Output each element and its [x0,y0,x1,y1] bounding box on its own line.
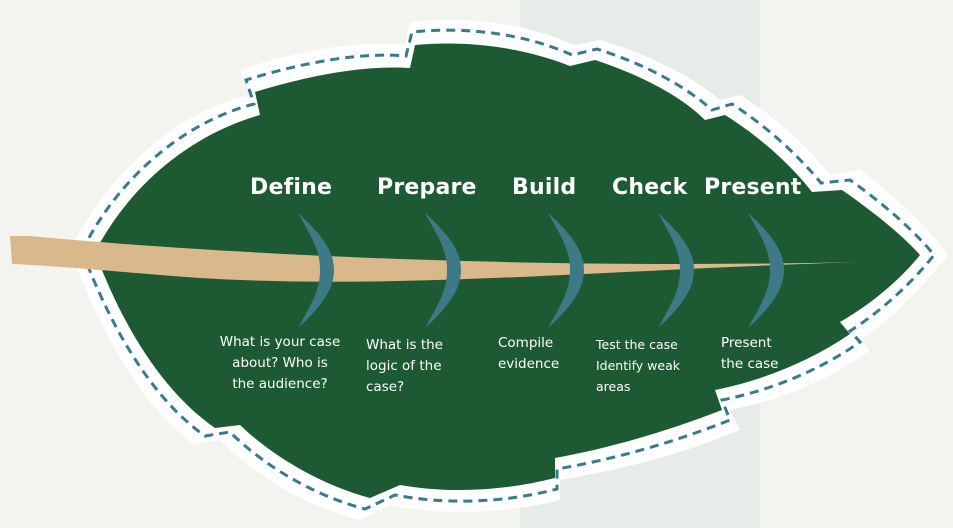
step-desc-line: logic of the [366,358,442,374]
step-desc-line: about? Who is [232,355,328,371]
leaf-dashed-outline [80,28,936,511]
step-title-prepare: Prepare [377,175,477,200]
step-desc-line: evidence [498,356,560,372]
step-desc-build: Compile evidence [498,333,588,375]
chevron-prepare [425,213,461,328]
step-desc-line: Identify weak [596,358,680,373]
step-desc-line: the case [721,356,779,372]
step-desc-present: Present the case [721,333,801,375]
step-desc-line: case? [366,379,405,395]
step-desc-line: What is your case [219,334,341,350]
step-desc-line: Present [721,335,772,351]
chevron-define [298,213,334,328]
step-desc-line: Test the case [596,337,678,352]
step-title-present: Present [704,175,802,200]
chevron-group [298,213,784,328]
step-desc-define: What is your case about? Who is the audi… [216,332,344,395]
step-desc-line: What is the [366,337,443,353]
step-title-build: Build [512,175,577,200]
step-desc-prepare: What is the logic of the case? [366,335,476,398]
step-desc-line: Compile [498,335,554,351]
step-desc-line: areas [596,379,631,394]
leaf-stem [10,236,860,282]
chevron-present [748,213,784,328]
step-title-check: Check [612,175,688,200]
chevron-check [658,213,694,328]
step-desc-check: Test the case Identify weak areas [596,334,706,397]
chevron-build [548,213,584,328]
step-title-define: Define [250,175,333,200]
step-desc-line: the audience? [232,376,328,392]
